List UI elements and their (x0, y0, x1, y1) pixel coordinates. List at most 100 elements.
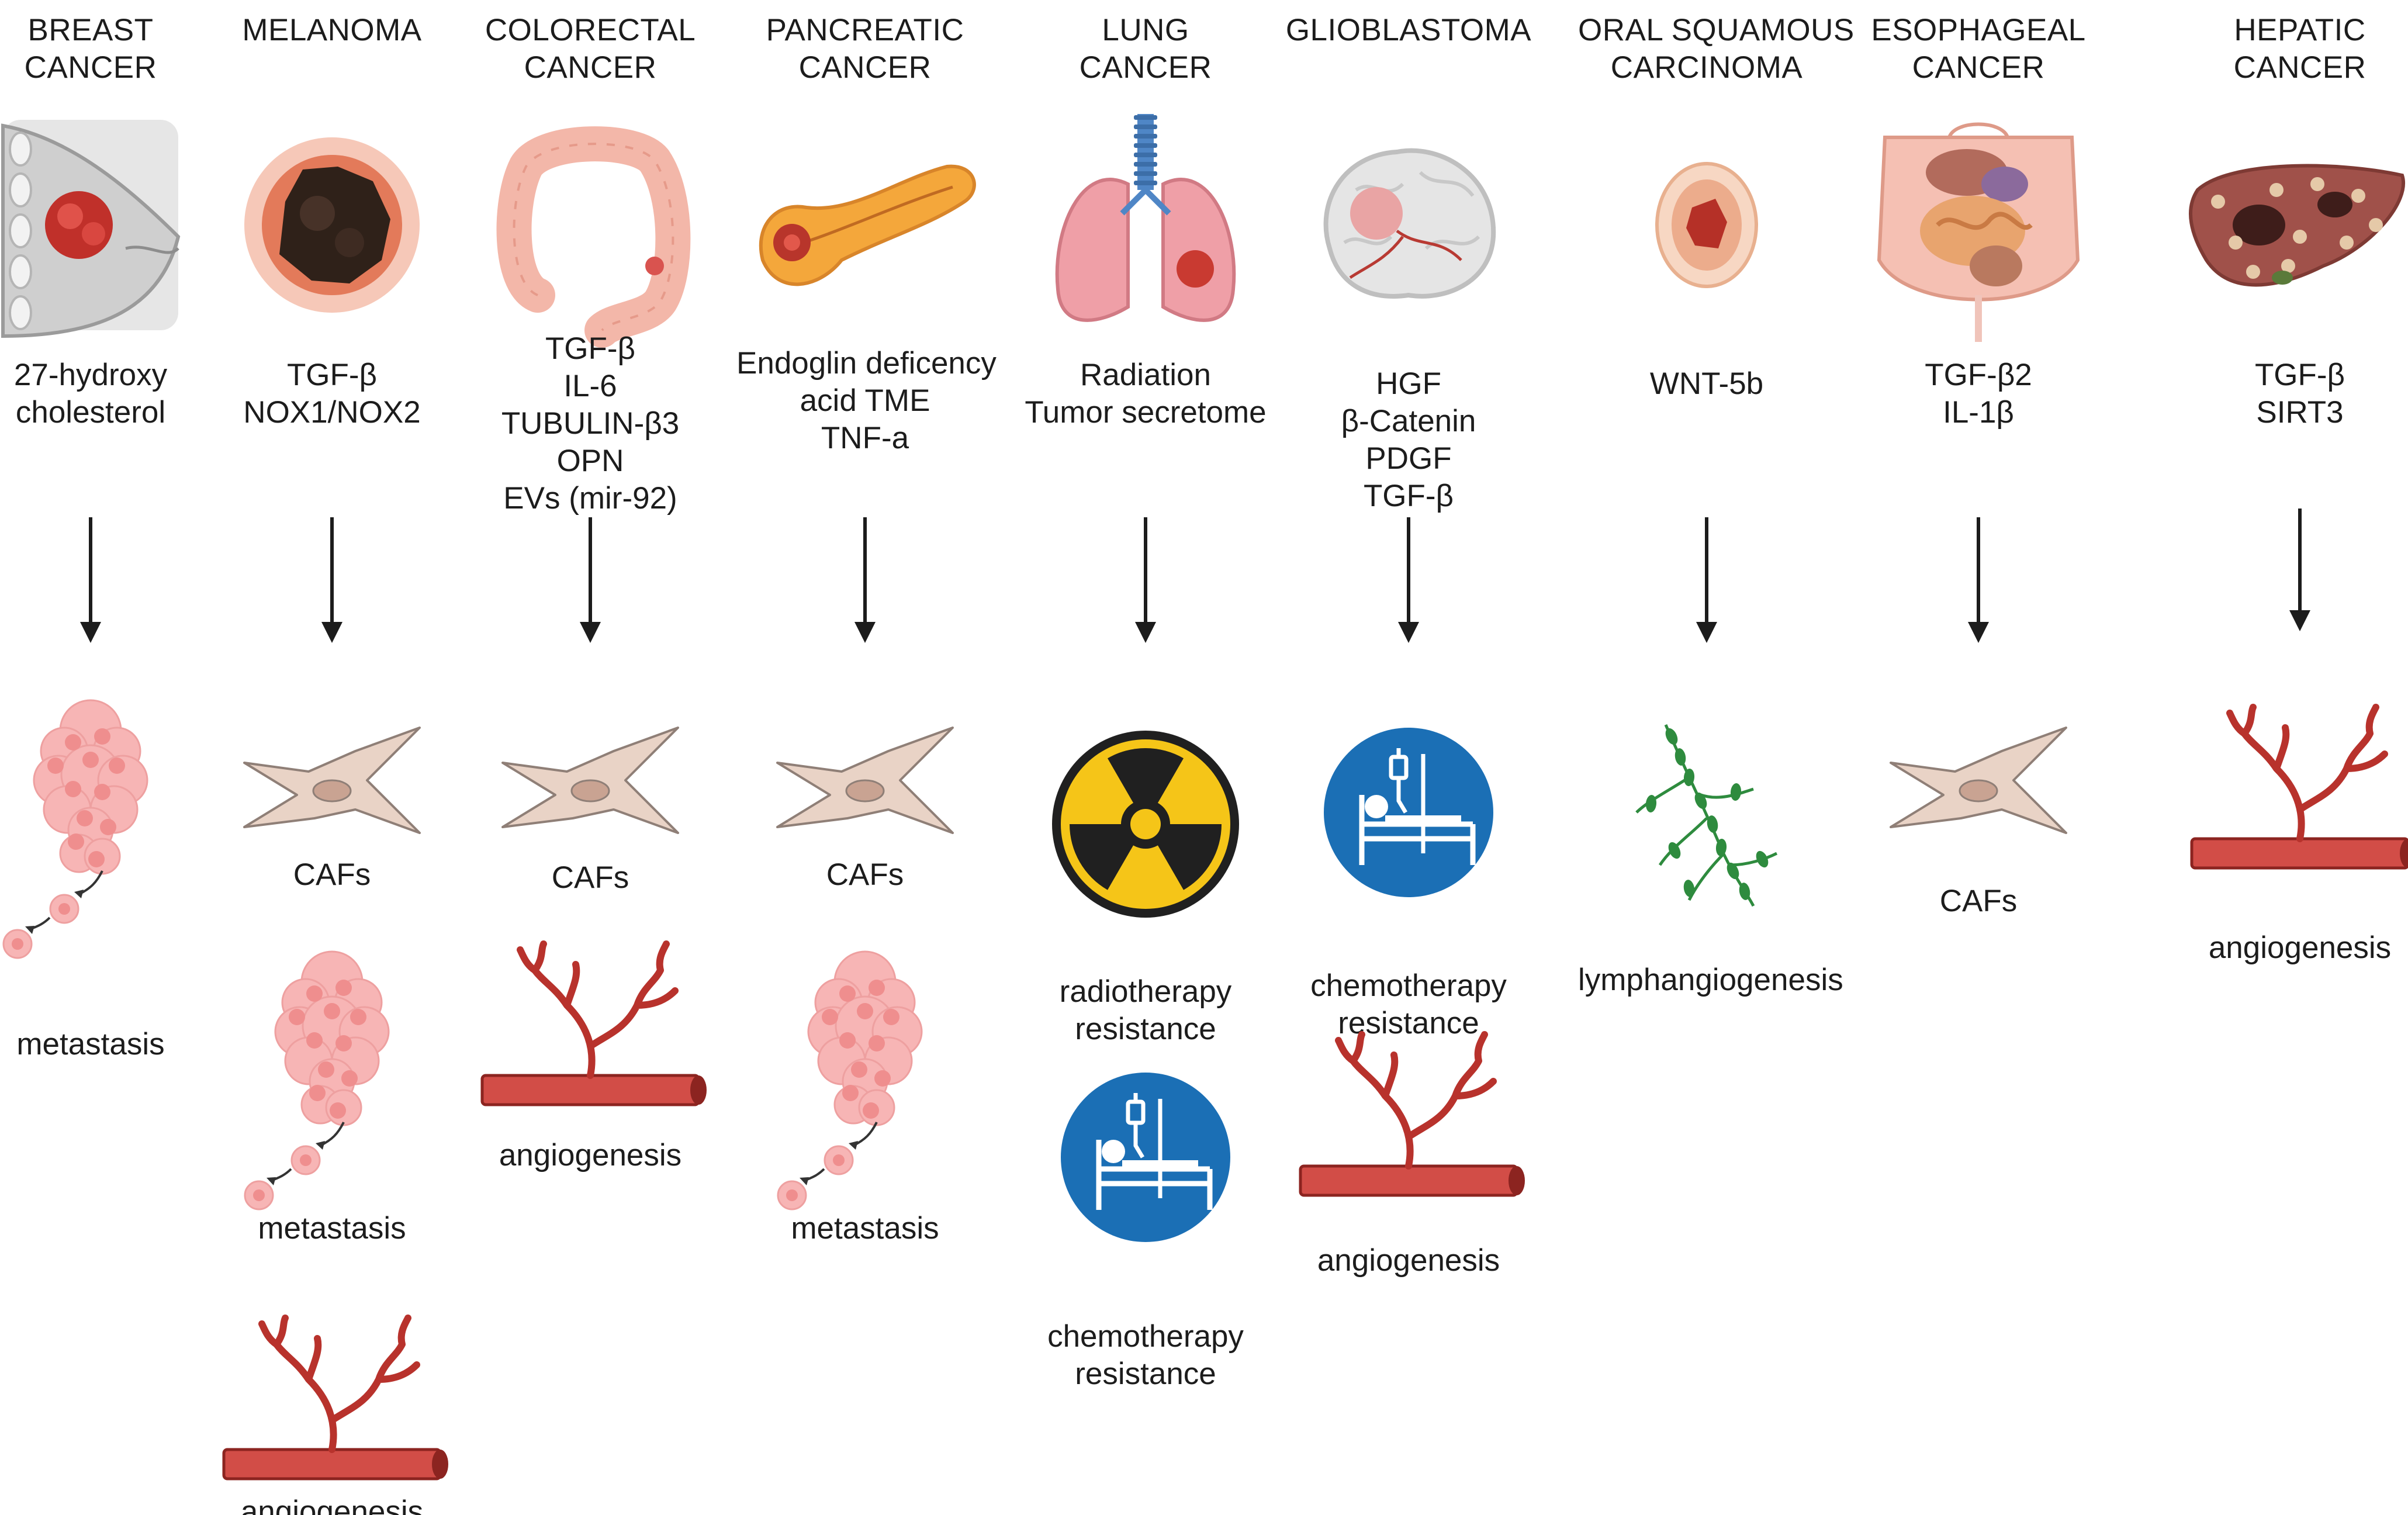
factor-label: TUBULIN-β3 (501, 406, 680, 441)
melanoma-lesion-icon (244, 137, 420, 313)
outcome-label: resistance (1075, 1012, 1216, 1046)
outcome-label: resistance (1338, 1006, 1479, 1040)
down-arrow-icon (2289, 509, 2310, 631)
factor-label: IL-1β (1943, 395, 2014, 430)
factor-label: TGF-β (1363, 479, 1454, 513)
digestive-tract-icon (1877, 122, 2080, 342)
metastasis-icon (2, 699, 148, 959)
oral-lesion-icon (1655, 162, 1758, 288)
cancer-title: CANCER (2233, 50, 2367, 85)
lymphatic-vessel-icon (1635, 724, 1778, 907)
brain-icon (1323, 148, 1496, 299)
cancer-title: MELANOMA (242, 13, 422, 47)
down-arrow-icon (1135, 517, 1156, 643)
factor-label: IL-6 (563, 369, 617, 403)
colon-icon (496, 126, 691, 348)
cancer-title: COLORECTAL (485, 13, 696, 47)
factor-label: PDGF (1365, 441, 1452, 476)
outcome-label: metastasis (791, 1211, 939, 1246)
down-arrow-icon (580, 517, 601, 643)
factor-label: TGF-β (286, 358, 378, 392)
outcome-label: CAFs (551, 860, 629, 895)
cancer-title: CANCER (798, 50, 932, 85)
down-arrow-icon (1968, 517, 1989, 643)
cancer-title: BREAST (27, 13, 154, 47)
cancer-title: GLIOBLASTOMA (1285, 13, 1532, 47)
radiation-icon (1052, 731, 1239, 918)
factor-label: 27-hydroxy (13, 358, 168, 392)
cancer-title: CANCER (1912, 50, 2045, 85)
down-arrow-icon (321, 517, 342, 643)
liver-icon (2189, 164, 2405, 287)
factor-label: Endoglin deficency (736, 346, 997, 381)
cancer-title: CANCER (1079, 50, 1212, 85)
blood-vessel-icon (2190, 704, 2408, 870)
outcome-label: metastasis (16, 1027, 165, 1061)
outcome-label: radiotherapy (1059, 974, 1232, 1009)
outcome-label: CAFs (1939, 884, 2018, 918)
pancreas-icon (759, 164, 976, 286)
outcome-label: metastasis (258, 1211, 406, 1246)
factor-label: OPN (556, 444, 624, 478)
factor-label: TNF-a (821, 421, 909, 455)
cancer-title: ORAL SQUAMOUS (1578, 13, 1855, 47)
blood-vessel-icon (222, 1315, 448, 1481)
factor-label: acid TME (800, 383, 930, 418)
down-arrow-icon (80, 517, 101, 643)
factor-label: β-Catenin (1341, 404, 1476, 438)
outcome-label: CAFs (293, 857, 371, 892)
cancer-title: PANCREATIC (766, 13, 964, 47)
cancer-title: CARCINOMA (1610, 50, 1803, 85)
caf-cell-icon (501, 727, 679, 834)
outcome-label: chemotherapy (1047, 1319, 1244, 1354)
lungs-icon (1055, 114, 1236, 322)
caf-cell-icon (1890, 727, 2067, 834)
blood-vessel-icon (1299, 1031, 1525, 1197)
metastasis-icon (777, 950, 923, 1210)
cancer-title: HEPATIC (2234, 13, 2366, 47)
breast-tumor-icon (1, 120, 181, 338)
factor-label: Radiation (1080, 358, 1211, 392)
factor-label: WNT-5b (1649, 366, 1764, 401)
outcome-label: lymphangiogenesis (1578, 963, 1843, 997)
factor-label: TGF-β (545, 331, 636, 366)
outcome-label: angiogenesis (2208, 931, 2392, 965)
factor-label: TGF-β (2254, 358, 2345, 392)
down-arrow-icon (1398, 517, 1419, 643)
cancer-title: ESOPHAGEAL (1871, 13, 2086, 47)
cancer-title: CANCER (24, 50, 157, 85)
caf-cell-icon (776, 727, 954, 834)
outcome-label: angiogenesis (1317, 1243, 1500, 1278)
down-arrow-icon (1696, 517, 1717, 643)
factor-label: Tumor secretome (1025, 395, 1267, 430)
factor-label: HGF (1376, 366, 1441, 401)
outcome-label: angiogenesis (499, 1138, 682, 1172)
factor-label: cholesterol (15, 395, 166, 430)
chemotherapy-patient-icon (1324, 728, 1493, 897)
cancer-title: LUNG (1102, 13, 1189, 47)
factor-label: SIRT3 (2256, 395, 2344, 430)
factor-label: EVs (mir-92) (503, 481, 677, 516)
factor-label: NOX1/NOX2 (243, 395, 421, 430)
outcome-label: CAFs (826, 857, 904, 892)
blood-vessel-icon (480, 940, 707, 1106)
down-arrow-icon (854, 517, 876, 643)
factor-label: TGF-β2 (1925, 358, 2032, 392)
chemotherapy-patient-icon (1061, 1073, 1230, 1242)
metastasis-icon (244, 950, 390, 1210)
caf-cell-icon (243, 727, 421, 834)
outcome-label: angiogenesis (240, 1495, 424, 1515)
outcome-label: chemotherapy (1310, 969, 1507, 1003)
outcome-label: resistance (1075, 1357, 1216, 1391)
cancer-title: CANCER (524, 50, 657, 85)
